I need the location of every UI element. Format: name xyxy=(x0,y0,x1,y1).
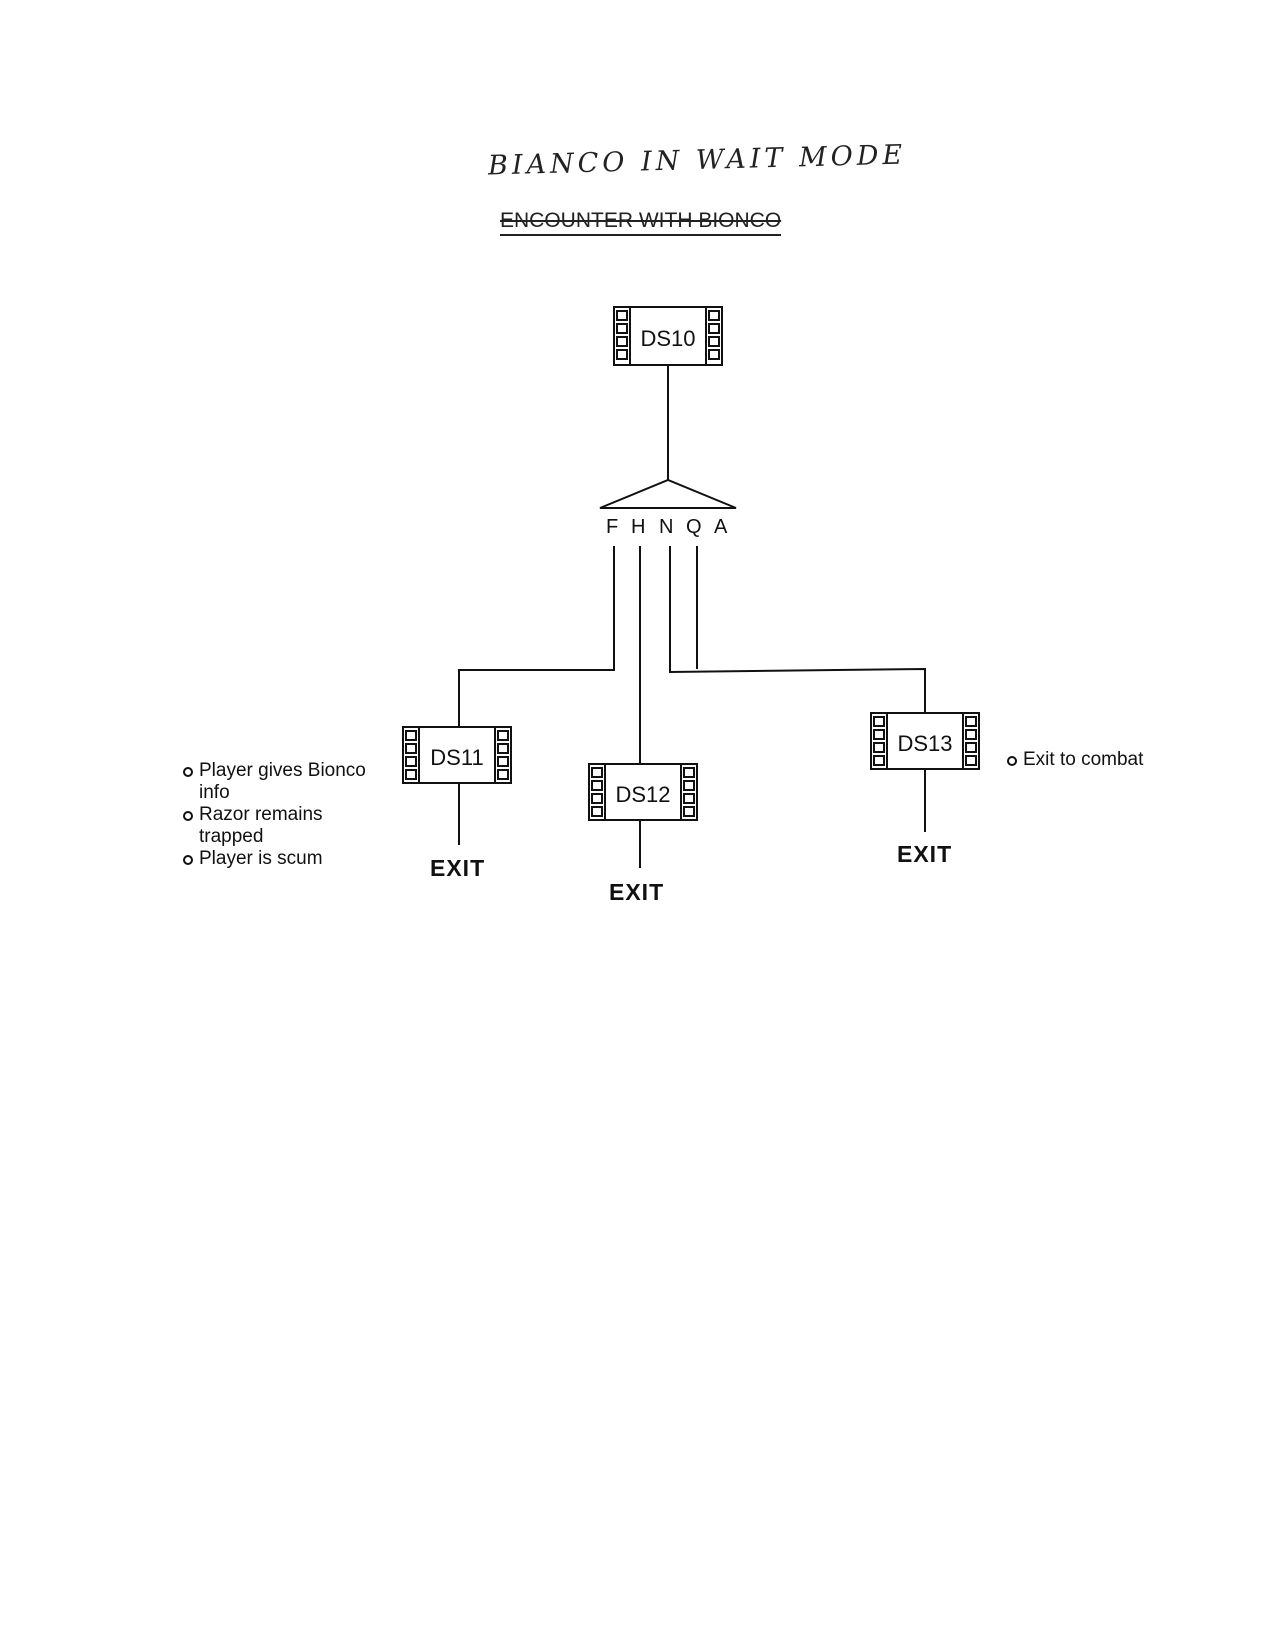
note-item: Player is scum xyxy=(183,848,373,870)
branch-label-a: A xyxy=(714,516,728,538)
connector-f-h-to-ds11 xyxy=(458,546,615,727)
branch-label-q: Q xyxy=(686,516,702,538)
note-item: Exit to combat xyxy=(1007,749,1237,771)
exit-label-ds12: EXIT xyxy=(609,879,665,905)
node-ds12: DS12 xyxy=(615,782,671,807)
branch-label-n: N xyxy=(659,516,674,538)
notes-left: Player gives Bionco info Razor remains t… xyxy=(183,760,373,870)
notes-right: Exit to combat xyxy=(1007,749,1237,771)
node-ds11: DS11 xyxy=(430,745,484,770)
connector-n-to-ds13 xyxy=(669,546,926,713)
exit-label-ds13: EXIT xyxy=(897,841,953,867)
film-frame-ds11 xyxy=(402,726,512,784)
note-item: Player gives Bionco info xyxy=(183,760,373,804)
film-frame-ds12 xyxy=(588,763,698,821)
branch-label-f: F xyxy=(606,516,619,538)
branch-label-h: H xyxy=(631,516,646,538)
exit-label-ds11: EXIT xyxy=(430,855,486,881)
note-item: Razor remains trapped xyxy=(183,804,373,848)
struck-title: ENCOUNTER WITH BIONCO xyxy=(500,209,782,236)
branch-triangle xyxy=(599,478,737,509)
node-ds13: DS13 xyxy=(897,731,953,756)
node-ds10: DS10 xyxy=(640,326,696,351)
